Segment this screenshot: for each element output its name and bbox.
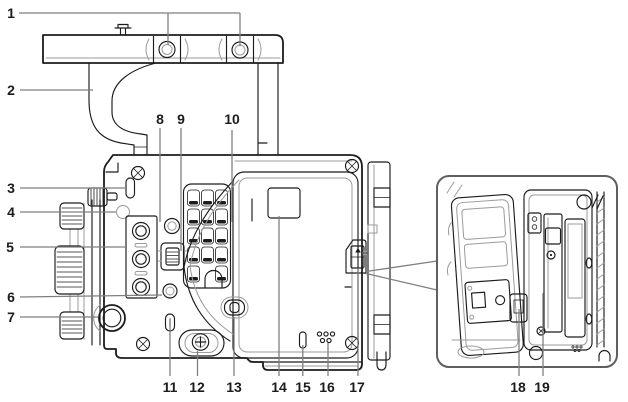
rail-hook <box>376 351 387 371</box>
callout-17: 17 <box>349 379 365 395</box>
screw-icon <box>344 158 360 174</box>
round-button <box>162 283 178 299</box>
speaker-holes <box>316 331 336 344</box>
callout-12: 12 <box>189 379 205 395</box>
callout-7: 7 <box>7 309 15 325</box>
open-arrow-icon <box>355 247 361 253</box>
callout-11: 11 <box>162 379 178 395</box>
screw-icon <box>130 165 146 181</box>
round-button <box>163 217 181 235</box>
card-slot <box>564 218 586 338</box>
slider-switch <box>157 242 188 271</box>
bottom-controls <box>164 296 336 357</box>
card-door-latch <box>345 239 367 274</box>
callout-10: 10 <box>224 111 240 127</box>
callout-2: 2 <box>7 82 15 98</box>
inset-bottom <box>451 339 611 362</box>
user-buttons <box>125 215 158 299</box>
card-compartment <box>509 189 593 351</box>
callout-5: 5 <box>6 239 14 255</box>
label-window <box>267 187 301 219</box>
media-slot-inset <box>436 175 618 368</box>
callout-16: 16 <box>319 379 335 395</box>
card-slot <box>543 213 563 333</box>
handle-pin-screw <box>114 23 132 36</box>
rec-button <box>93 304 126 332</box>
strap-slot <box>125 177 136 199</box>
front-controls <box>93 165 188 352</box>
screw-recess <box>178 329 225 357</box>
top-handle <box>42 23 284 156</box>
side-door <box>183 171 359 359</box>
screw-icon <box>135 336 151 352</box>
camera-body <box>103 154 363 371</box>
handle-arm <box>88 62 157 156</box>
toggle-switch <box>220 296 249 319</box>
inset-rail <box>576 191 605 348</box>
accessory-mount-hole <box>145 35 189 64</box>
inset-connector-lines <box>365 260 438 291</box>
callout-6: 6 <box>7 289 15 305</box>
open-door-flap <box>450 193 524 356</box>
callout-3: 3 <box>7 180 15 196</box>
callout-19: 19 <box>534 379 550 395</box>
callout-13: 13 <box>226 379 242 395</box>
leader-lines <box>19 12 544 376</box>
callout-8: 8 <box>156 111 164 127</box>
callout-4: 4 <box>7 204 15 220</box>
callout-1: 1 <box>7 5 15 21</box>
vent-grille <box>182 183 232 289</box>
front-lamp <box>116 205 130 219</box>
right-rail <box>344 158 391 371</box>
callout-9: 9 <box>177 111 185 127</box>
callout-14: 14 <box>271 379 287 395</box>
handle-rear-post <box>257 62 279 156</box>
callout-15: 15 <box>295 379 311 395</box>
callout-18: 18 <box>510 379 526 395</box>
